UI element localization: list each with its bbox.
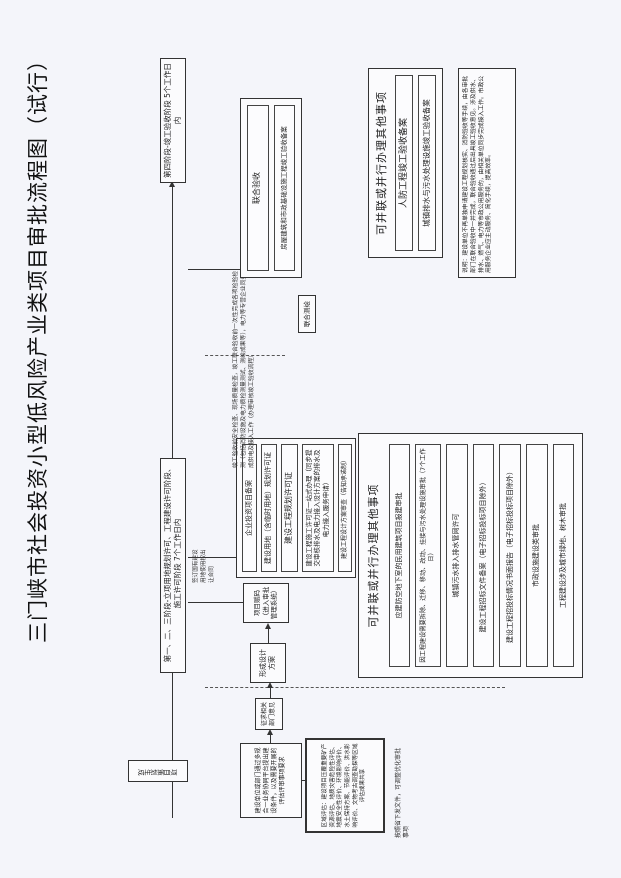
parallel-item: 工程建设涉及城市绿地、树木审批 — [552, 444, 575, 667]
item-joint-acceptance: 联合验收 — [247, 105, 269, 271]
item-design-review: 建设工程设计方案审查（告知承诺制） — [337, 444, 353, 572]
arrow-design-register — [268, 625, 269, 643]
item-completion-filing: 房屋建筑和市政基础设施工程竣工验收备案 — [273, 105, 295, 271]
connector-eval — [302, 780, 306, 781]
stage-4-box: 第四阶段-竣工验收阶段 5个工作日内 — [160, 58, 186, 183]
item-civil-defense: 人防工程竣工验收备案 — [394, 75, 413, 251]
stage-4-items-group: 联合验收 房屋建筑和市政基础设施工程竣工验收备案 — [240, 98, 302, 278]
arrow-opinion-design — [270, 684, 271, 698]
stage-1-3-box: 第一、二、三阶段-立项用地规划许可、工程建设许可阶段、施工许可阶段 7个工作日内 — [160, 458, 186, 673]
parallel-item: 建设工程招标文件备案（电子招标投标项目除外） — [472, 444, 495, 667]
parallel-item: 因工程建设需要拆除、迁移、移动、改动、挂接与污水处理设施审批（7个工作日） — [415, 444, 442, 667]
connector-register-stage — [188, 602, 243, 603]
parallel-top-group: 可并联或并行办理其他事项 人防工程竣工验收备案 城镇排水与污水处理设施竣工验收备… — [368, 68, 443, 258]
footnote: 按照省下发文件，可调整优化审批事项 — [395, 747, 411, 838]
parallel-top-heading: 可并联或并行办理其他事项 — [375, 91, 388, 235]
connector-stage4 — [188, 269, 248, 270]
design-box: 形成设计方案 — [250, 643, 286, 683]
parallel-mid-group: 可并联或并行办理其他事项 应建防空地下室的民用建筑项目报建审批 因工程建设需要拆… — [358, 433, 583, 678]
parallel-item: 市政设施建设类审批 — [525, 444, 548, 667]
item-engineering-permit: 建设工程规划许可证 — [280, 444, 298, 572]
item-drainage-filing: 城镇排水与污水处理设施竣工验收备案 — [417, 75, 436, 251]
planning-stage-label: 项目策划生成 — [128, 760, 188, 782]
consult-box: 建设单位或部门通过多规合一业务协同平台提出建设条件，以及需要开展的评估评审事项要… — [240, 743, 302, 818]
stage-4-note: 竣工验收前安全检查、现场质量检查，竣工联合验收前一次性完成各项检验检测（包括消防… — [233, 268, 256, 468]
land-contract-note: 签订国有建设用地使用权出让合同 — [193, 549, 215, 583]
eval-note-box: 区域评估：建设项目压覆重要矿产资源评估、地质灾害危险性评估、地震安全性评价、环境… — [305, 738, 385, 833]
parallel-item: 城镇污水排入排水管网许可 — [446, 444, 468, 667]
connector-stage-items — [188, 557, 236, 558]
arrow-consult-opinion — [270, 731, 271, 743]
parallel-mid-heading: 可并联或并行办理其他事项 — [367, 483, 380, 628]
separator-planning — [205, 687, 505, 688]
item-land-permit: 建设用地（含临时用地）规划许可证 — [261, 444, 277, 572]
parallel-item: 建设工程招投标情况书面报告（电子招标投标项目除外） — [499, 444, 521, 667]
joint-survey-box[interactable]: 联合测绘 — [298, 295, 316, 333]
explanation-box: 说明：建设单位不再单独申请建设工程规划核实、消防验收等手续，由各审批部门在联合验… — [458, 68, 516, 278]
item-construction-permit: 建设工程施工许可证一站式办理（同步提交审核排水及电力接入设计方案的排水及电力接入… — [301, 444, 334, 572]
parallel-item: 应建防空地下室的民用建筑项目报建审批 — [388, 444, 411, 667]
page-title: 三门峡市社会投资小型低风险产业类项目审批流程图（试行） — [26, 49, 50, 643]
opinion-box: 征求相关部门意见 — [255, 698, 283, 730]
register-box: 项目赋码（进入审批管理系统） — [243, 583, 289, 623]
